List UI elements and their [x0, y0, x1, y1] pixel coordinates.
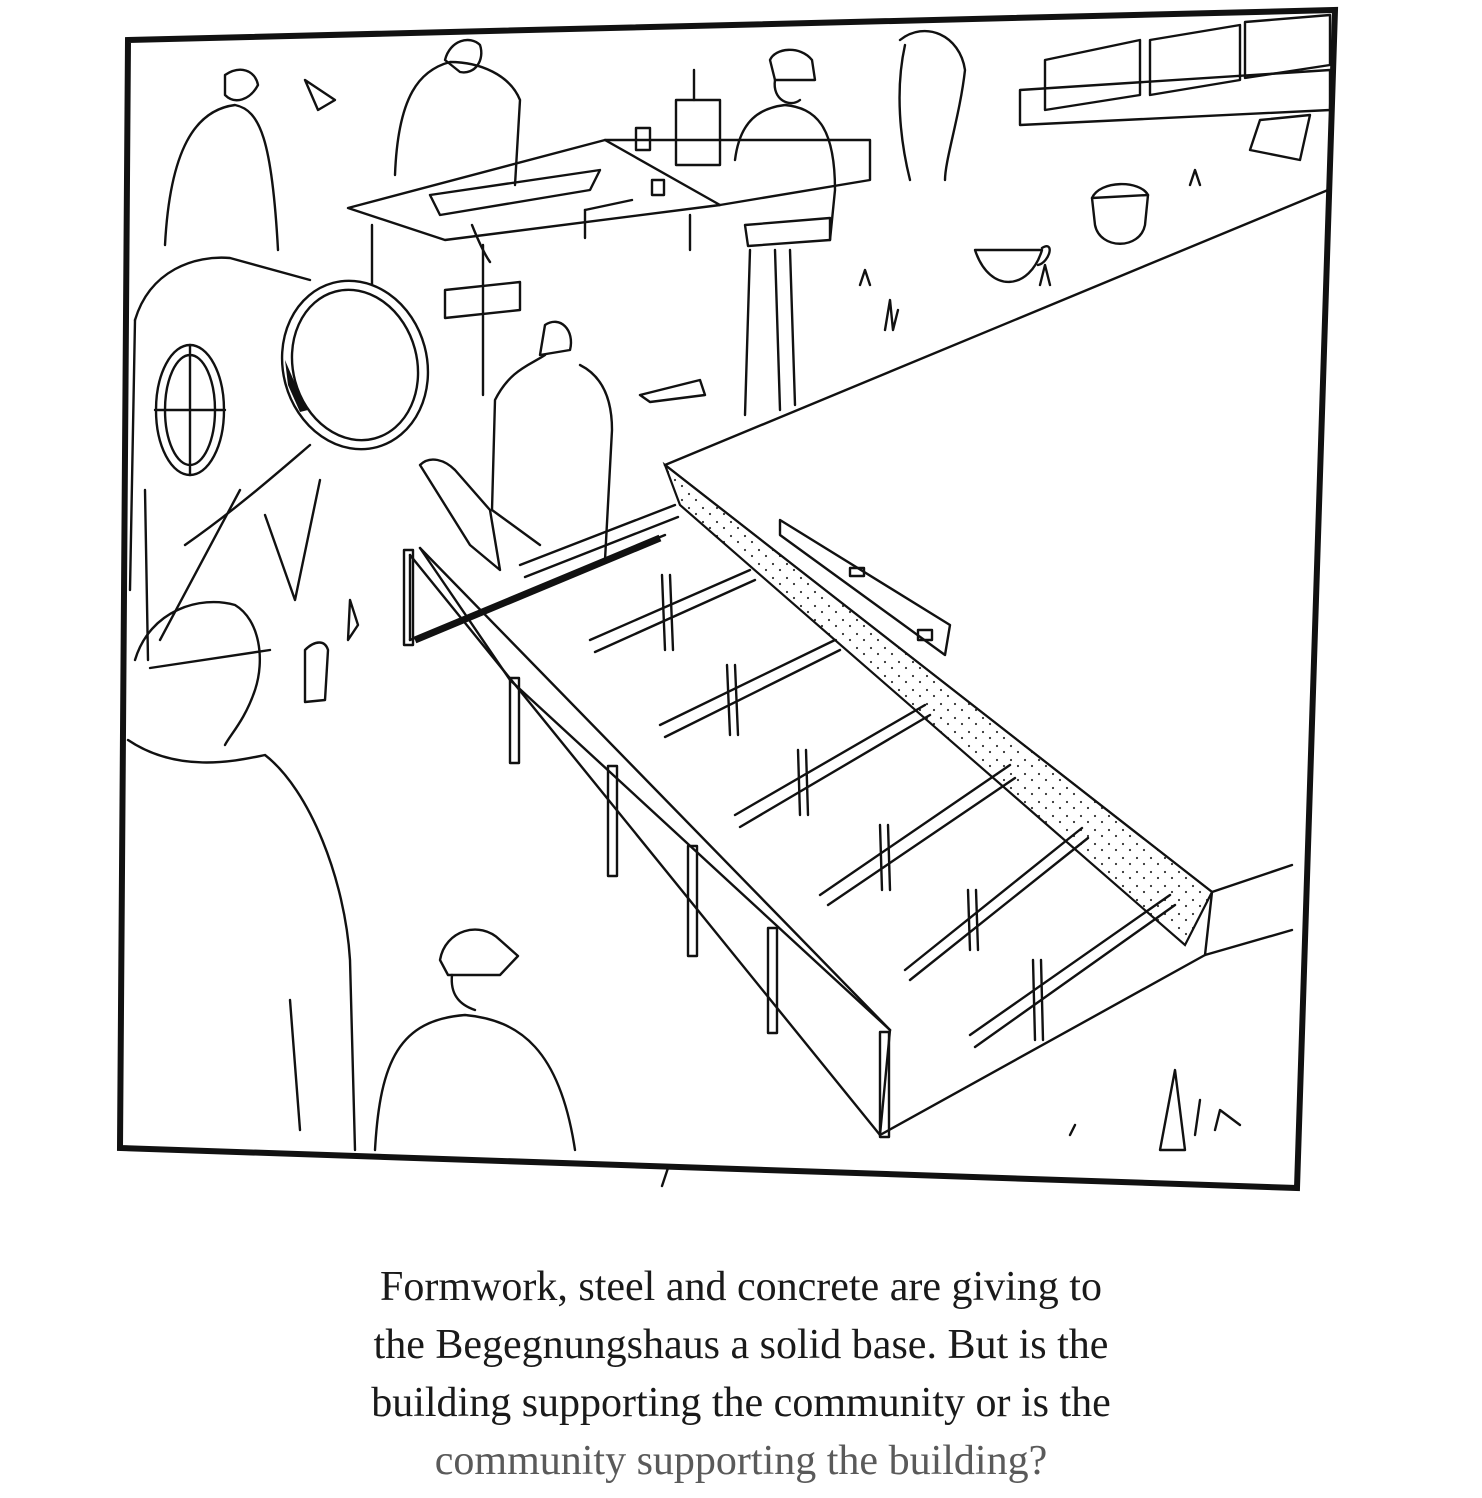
- spirit-level-tool: [778, 518, 952, 657]
- pencil-stroke: [660, 1166, 670, 1188]
- caption: Formwork, steel and concrete are giving …: [0, 1258, 1482, 1490]
- people-foreground: [126, 600, 577, 1152]
- people-background: [163, 29, 967, 572]
- formwork-box: [408, 533, 892, 1137]
- caption-line: community supporting the building?: [434, 1438, 1048, 1484]
- concrete-mixer-pipe: [128, 256, 430, 662]
- caption-line: Formwork, steel and concrete are giving …: [380, 1264, 1102, 1310]
- caption-line: the Begegnungshaus a solid base. But is …: [373, 1322, 1109, 1368]
- gravel-bed: [662, 461, 1214, 947]
- caption-line: building supporting the community or is …: [371, 1380, 1111, 1426]
- work-table: [346, 68, 872, 397]
- panel-frame: [116, 6, 1339, 1192]
- site-objects: [303, 13, 1332, 704]
- formwork-stakes: [402, 548, 891, 1139]
- rebar-bars: [518, 503, 1177, 1049]
- grass-tufts: [858, 168, 1242, 1152]
- construction-site-drawing: [116, 6, 1339, 1192]
